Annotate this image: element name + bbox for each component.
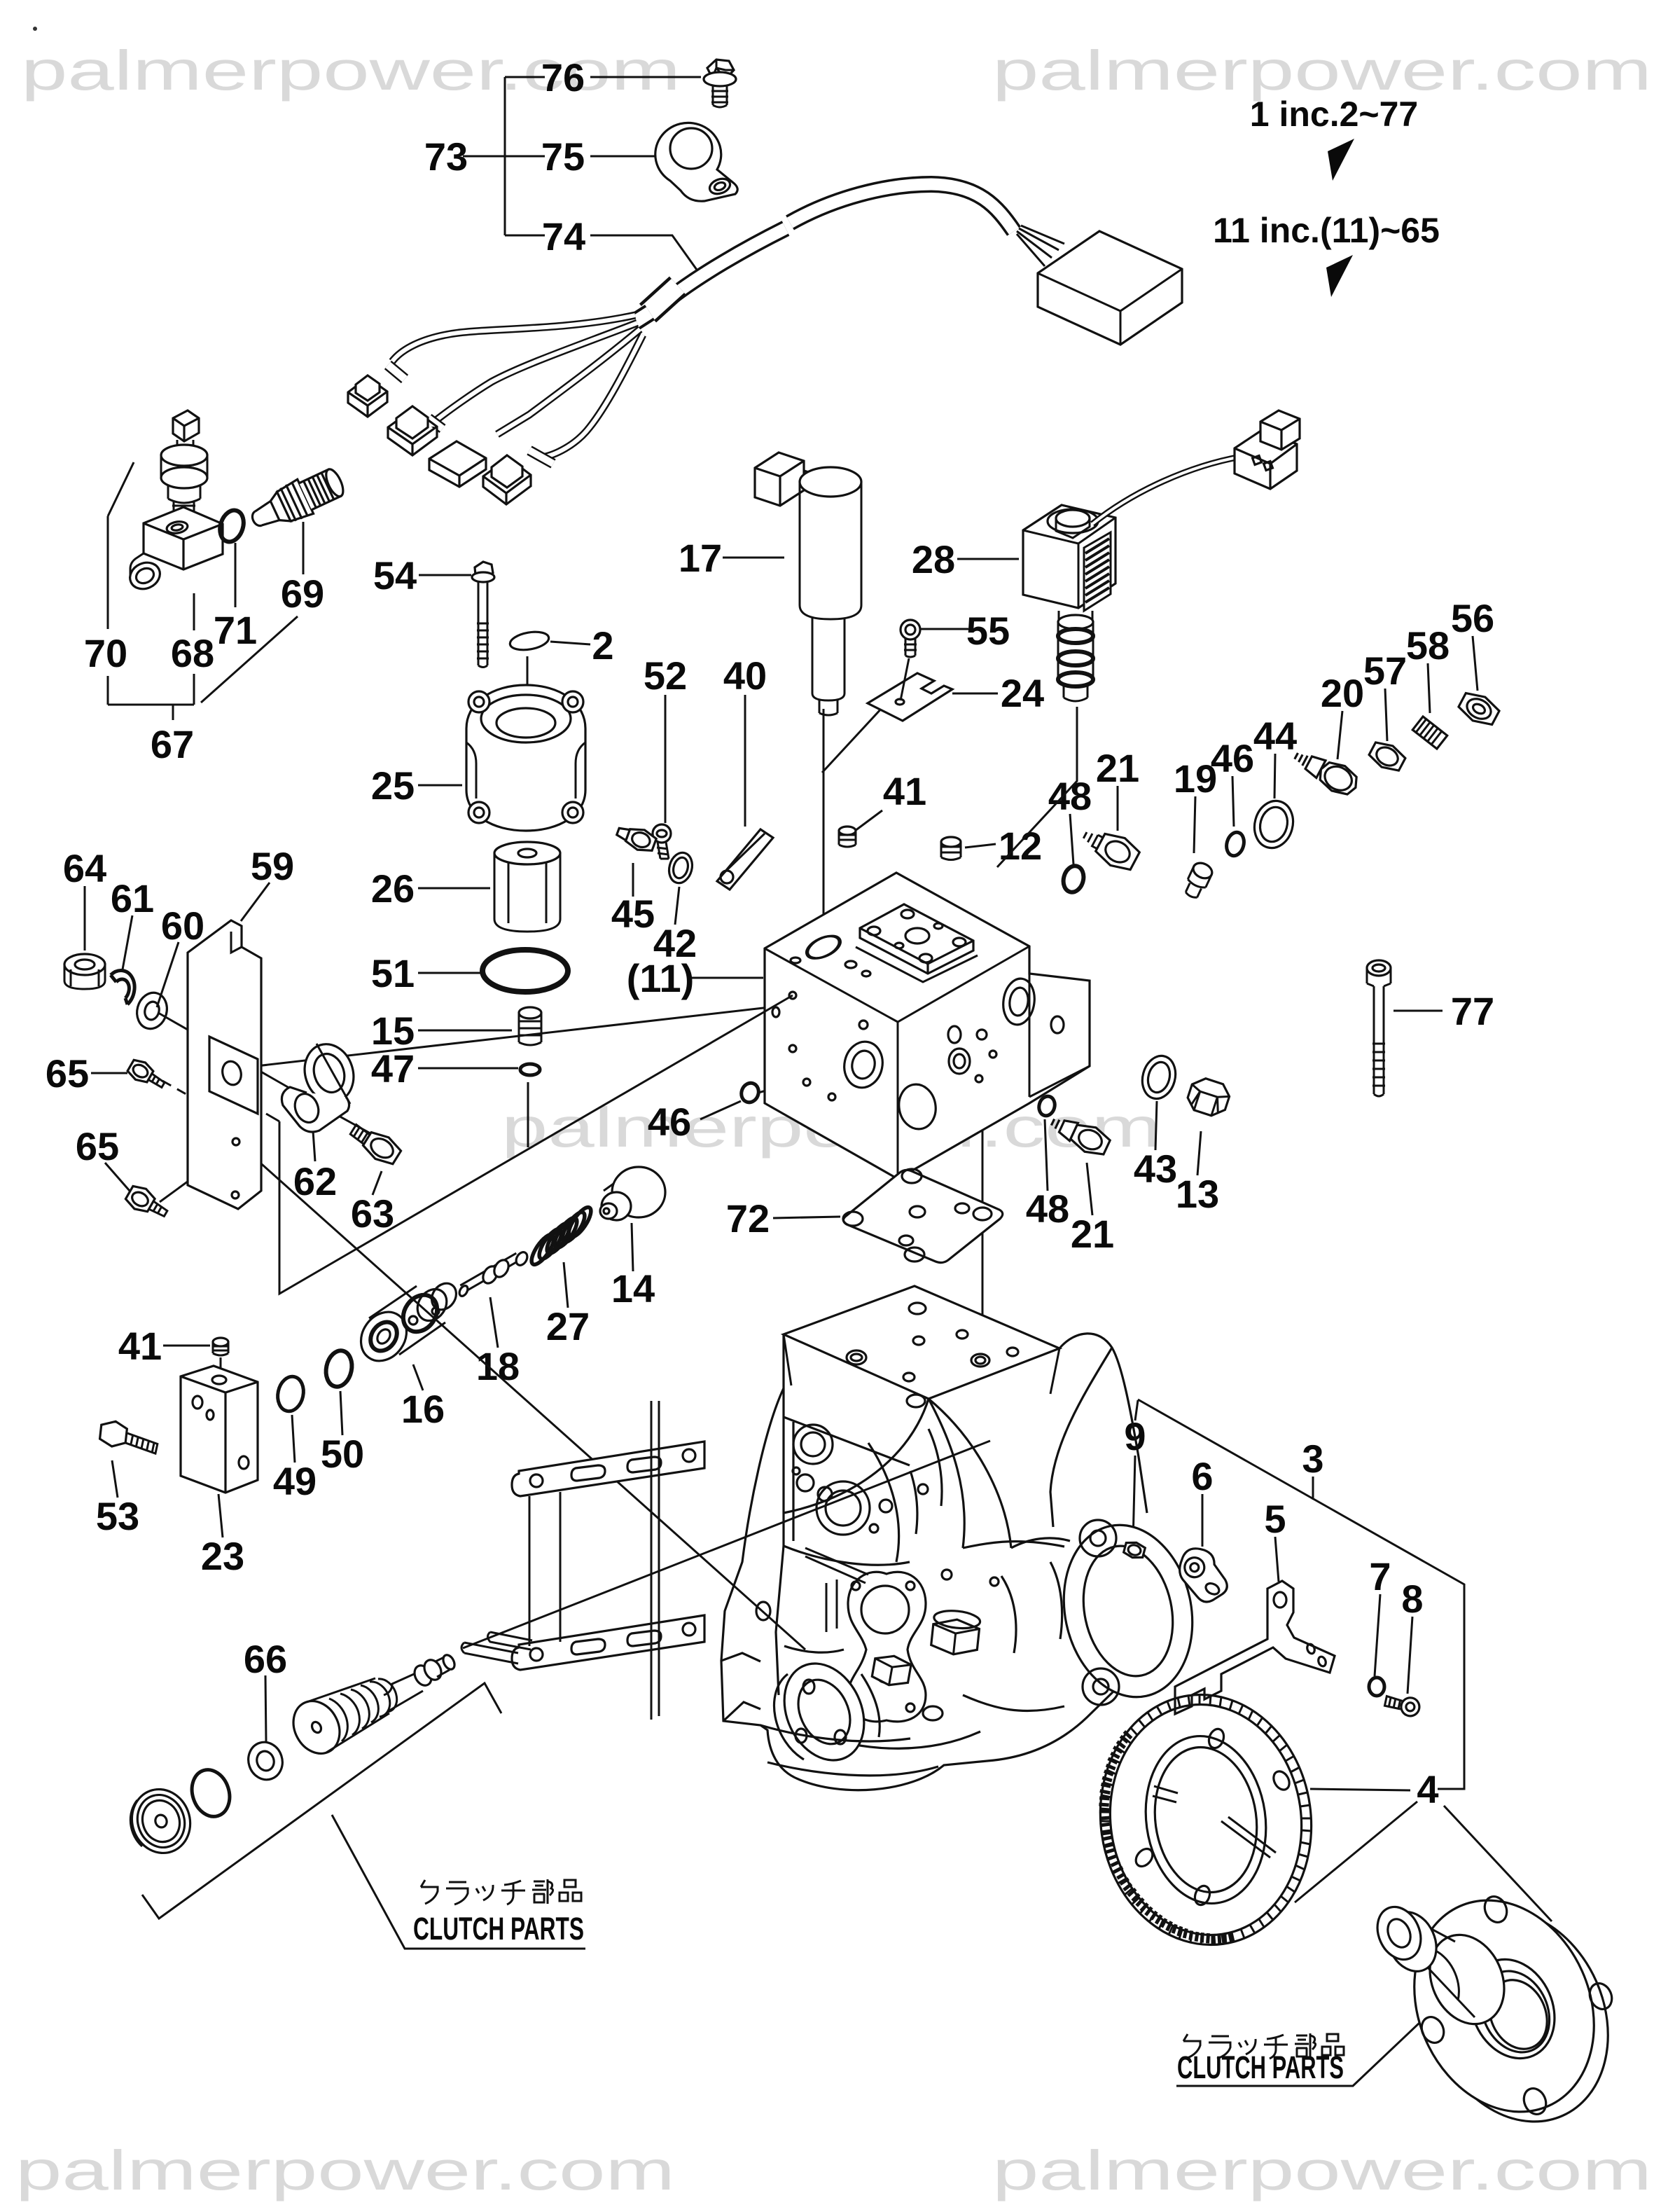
svg-text:CLUTCH PARTS: CLUTCH PARTS xyxy=(1177,2049,1344,2085)
svg-text:20: 20 xyxy=(1321,671,1364,715)
svg-text:65: 65 xyxy=(46,1051,89,1095)
svg-text:59: 59 xyxy=(251,844,294,888)
svg-text:45: 45 xyxy=(611,892,655,936)
svg-text:48: 48 xyxy=(1048,774,1092,818)
svg-text:16: 16 xyxy=(401,1387,445,1431)
svg-text:72: 72 xyxy=(726,1196,770,1240)
svg-text:14: 14 xyxy=(611,1266,655,1311)
svg-text:13: 13 xyxy=(1176,1172,1219,1216)
svg-text:6: 6 xyxy=(1191,1454,1213,1498)
svg-text:CLUTCH PARTS: CLUTCH PARTS xyxy=(413,1911,584,1947)
svg-text:46: 46 xyxy=(648,1100,691,1144)
svg-text:41: 41 xyxy=(883,769,926,813)
svg-text:60: 60 xyxy=(161,904,204,948)
svg-text:palmerpower.com: palmerpower.com xyxy=(992,39,1652,102)
svg-text:7: 7 xyxy=(1369,1554,1391,1598)
svg-text:25: 25 xyxy=(371,763,415,808)
svg-text:44: 44 xyxy=(1253,714,1297,758)
svg-text:(11): (11) xyxy=(627,956,695,1000)
svg-text:57: 57 xyxy=(1363,649,1407,693)
svg-text:46: 46 xyxy=(1211,736,1254,780)
svg-text:24: 24 xyxy=(1001,671,1044,715)
svg-text:palmerpower.com: palmerpower.com xyxy=(992,2139,1652,2201)
svg-text:66: 66 xyxy=(244,1637,287,1681)
svg-text:21: 21 xyxy=(1071,1212,1114,1256)
svg-text:75: 75 xyxy=(541,134,585,179)
svg-text:76: 76 xyxy=(541,55,585,99)
svg-text:11 inc.(11)~65: 11 inc.(11)~65 xyxy=(1213,211,1440,250)
svg-text:42: 42 xyxy=(653,921,697,965)
svg-text:47: 47 xyxy=(371,1046,415,1091)
svg-text:61: 61 xyxy=(111,876,154,920)
svg-text:54: 54 xyxy=(373,553,417,597)
svg-text:67: 67 xyxy=(151,722,194,766)
svg-text:palmerpower.com: palmerpower.com xyxy=(15,2139,675,2201)
svg-text:43: 43 xyxy=(1134,1147,1177,1191)
svg-text:5: 5 xyxy=(1264,1497,1286,1541)
svg-text:64: 64 xyxy=(63,846,106,890)
svg-text:40: 40 xyxy=(723,654,767,698)
svg-text:26: 26 xyxy=(371,866,415,911)
svg-text:8: 8 xyxy=(1401,1577,1423,1621)
svg-text:17: 17 xyxy=(679,536,722,580)
svg-text:28: 28 xyxy=(912,537,955,581)
svg-text:41: 41 xyxy=(118,1324,162,1368)
svg-text:23: 23 xyxy=(201,1534,244,1578)
svg-text:70: 70 xyxy=(84,631,127,675)
svg-text:19: 19 xyxy=(1174,756,1217,801)
svg-text:27: 27 xyxy=(546,1304,590,1348)
svg-text:palmerpower.com: palmerpower.com xyxy=(21,39,681,102)
svg-text:71: 71 xyxy=(214,608,257,652)
svg-text:12: 12 xyxy=(999,824,1042,868)
svg-text:15: 15 xyxy=(371,1009,415,1053)
svg-text:73: 73 xyxy=(424,134,468,179)
svg-text:56: 56 xyxy=(1451,596,1494,640)
svg-text:63: 63 xyxy=(351,1191,394,1236)
svg-text:53: 53 xyxy=(96,1494,139,1538)
svg-text:55: 55 xyxy=(966,609,1010,653)
svg-text:77: 77 xyxy=(1451,989,1494,1033)
svg-text:52: 52 xyxy=(644,654,687,698)
svg-text:49: 49 xyxy=(273,1459,317,1503)
svg-text:48: 48 xyxy=(1026,1187,1069,1231)
svg-text:51: 51 xyxy=(371,951,415,995)
svg-text:2: 2 xyxy=(592,623,613,668)
svg-text:65: 65 xyxy=(76,1124,119,1168)
svg-text:1 inc.2~77: 1 inc.2~77 xyxy=(1250,95,1418,134)
svg-text:50: 50 xyxy=(321,1432,364,1476)
svg-text:68: 68 xyxy=(171,631,214,675)
svg-text:74: 74 xyxy=(542,214,585,258)
svg-text:18: 18 xyxy=(476,1344,520,1388)
svg-text:4: 4 xyxy=(1417,1767,1438,1811)
svg-text:62: 62 xyxy=(293,1159,337,1203)
svg-text:3: 3 xyxy=(1302,1437,1323,1481)
svg-text:58: 58 xyxy=(1406,623,1450,668)
svg-text:69: 69 xyxy=(281,572,324,616)
svg-text:21: 21 xyxy=(1096,746,1139,790)
